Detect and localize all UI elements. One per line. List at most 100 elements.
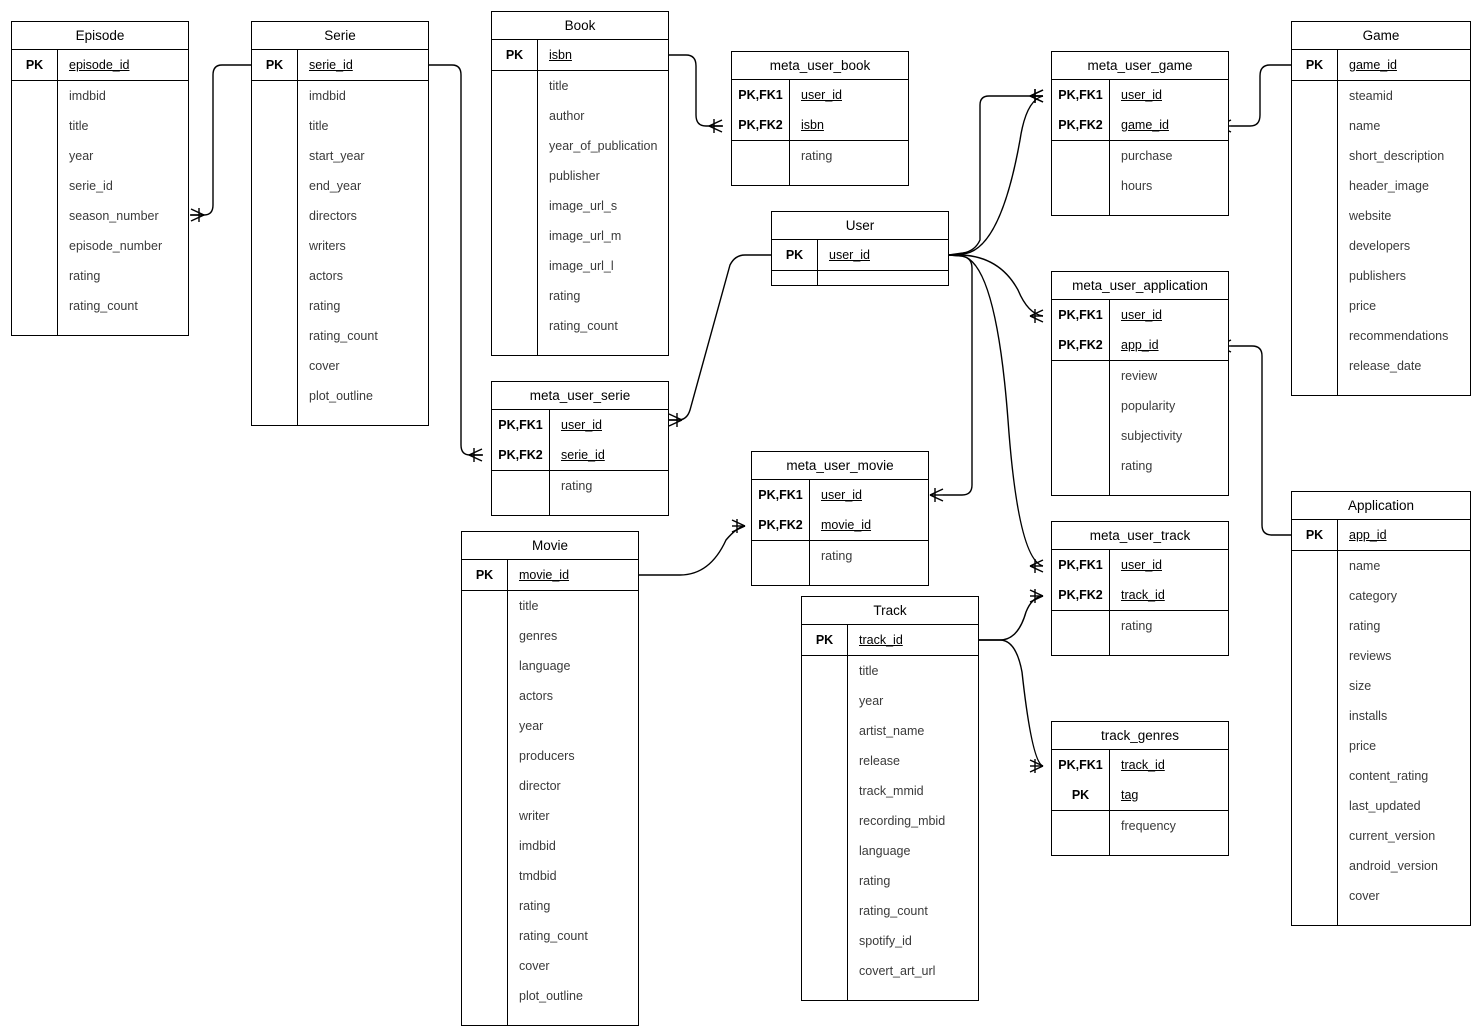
field-row: publishers	[1292, 261, 1470, 291]
field-name: header_image	[1349, 179, 1429, 193]
field-row: recording_mbid	[802, 806, 978, 836]
field-row: header_image	[1292, 171, 1470, 201]
field-row: image_url_m	[492, 221, 668, 251]
field-row: language	[802, 836, 978, 866]
field-row: tmdbid	[462, 861, 638, 891]
field-row: rating	[1292, 611, 1470, 641]
crowfoot-metauserapplication-userid	[1029, 309, 1044, 323]
field-row: rating	[252, 291, 428, 321]
field-name: release_date	[1349, 359, 1422, 373]
field-key-cell	[12, 171, 58, 201]
field-key-cell	[462, 951, 508, 981]
key-label: PK	[1292, 520, 1338, 550]
key-label: PK	[802, 625, 848, 655]
key-field-name: user_id	[1110, 300, 1228, 330]
edge-serie-episode	[190, 64, 251, 216]
field-key-cell	[802, 866, 848, 896]
field-name: actors	[519, 689, 554, 703]
field-row: writer	[462, 801, 638, 831]
field-key-cell	[462, 621, 508, 651]
key-label: PK,FK2	[492, 440, 550, 470]
field-name: image_url_l	[549, 259, 614, 273]
entity-title-book: Book	[492, 12, 668, 40]
key-label: PK	[12, 50, 58, 80]
key-field-name: user_id	[1110, 80, 1228, 110]
key-field-text: user_id	[801, 88, 842, 102]
field-name: imdbid	[519, 839, 556, 853]
field-key-cell	[12, 141, 58, 171]
field-key-cell	[492, 281, 538, 311]
field-key-cell	[1292, 761, 1338, 791]
field-row: year	[462, 711, 638, 741]
field-name: title	[309, 119, 329, 133]
edge-user-metauserserie	[669, 254, 771, 421]
edge-track-metausertrack	[979, 595, 1044, 641]
crowfoot-metausermovie-movieid	[731, 519, 746, 533]
field-row: episode_number	[12, 231, 188, 261]
key-field-name: serie_id	[298, 50, 428, 80]
key-field-text: track_id	[859, 633, 903, 647]
entity-bottom-pad	[1052, 201, 1228, 215]
entity-title-meta_user_book: meta_user_book	[732, 52, 908, 80]
field-key-cell	[12, 111, 58, 141]
field-key-cell	[1052, 361, 1110, 391]
field-row: end_year	[252, 171, 428, 201]
entity-title-serie: Serie	[252, 22, 428, 50]
pad-key-cell	[252, 411, 298, 425]
field-row: release_date	[1292, 351, 1470, 381]
field-name: hours	[1121, 179, 1153, 193]
field-row: director	[462, 771, 638, 801]
field-key-cell	[1052, 611, 1110, 641]
field-row: rating	[462, 891, 638, 921]
field-key-cell	[462, 921, 508, 951]
pad-key-cell	[732, 171, 790, 185]
field-name: rating	[69, 269, 101, 283]
field-key-cell	[1292, 171, 1338, 201]
field-key-cell	[12, 261, 58, 291]
field-key-cell	[732, 141, 790, 171]
crowfoot-trackgenres-trackid	[1029, 759, 1044, 773]
field-row: recommendations	[1292, 321, 1470, 351]
edge-user-metausertrack	[948, 254, 1044, 567]
field-row: year	[802, 686, 978, 716]
field-key-cell	[12, 231, 58, 261]
key-label: PK	[252, 50, 298, 80]
field-row: android_version	[1292, 851, 1470, 881]
entity-fields-user	[772, 271, 948, 285]
field-key-cell	[1292, 141, 1338, 171]
pad-field-cell	[790, 171, 908, 185]
field-name: start_year	[309, 149, 365, 163]
key-field-name: user_id	[550, 410, 668, 440]
field-key-cell	[802, 686, 848, 716]
field-name: android_version	[1349, 859, 1438, 873]
field-row: title	[252, 111, 428, 141]
field-row: steamid	[1292, 81, 1470, 111]
field-name: rating	[859, 874, 891, 888]
pad-field-cell	[1338, 381, 1470, 395]
field-key-cell	[252, 351, 298, 381]
field-key-cell	[492, 311, 538, 341]
field-row: installs	[1292, 701, 1470, 731]
field-name: cover	[519, 959, 550, 973]
